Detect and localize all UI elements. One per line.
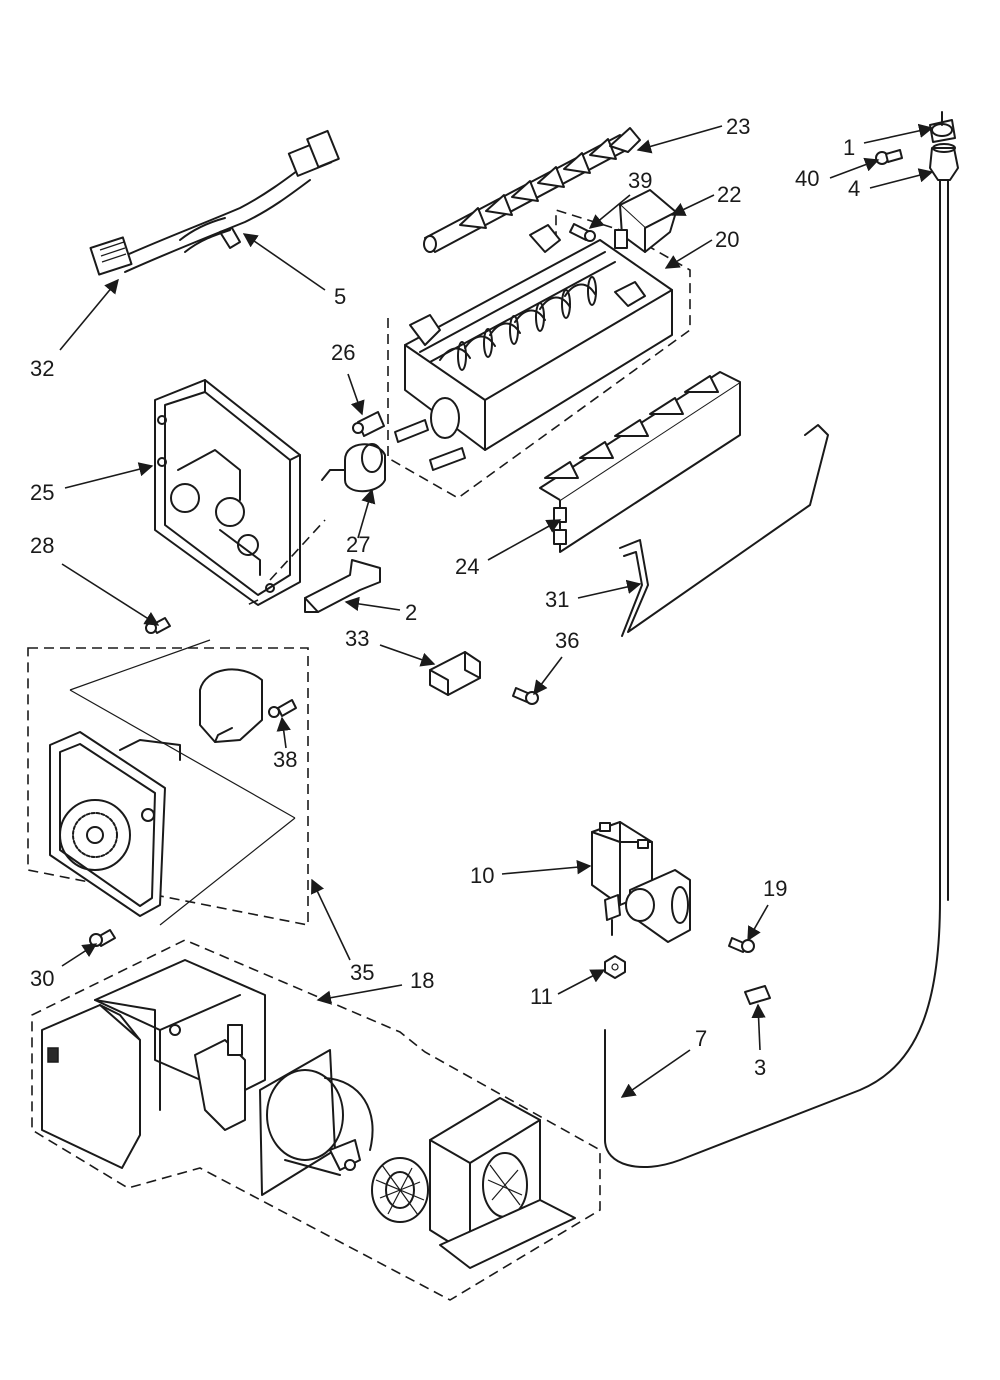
leader-lines: [59, 123, 934, 1098]
callout-35: 35: [350, 960, 374, 985]
callout-26: 26: [331, 340, 355, 365]
fill-cup-part: [614, 189, 677, 253]
callout-labels: 1 40 4 23 39 22 20 5 32 26 25 27 28 24 3…: [30, 114, 860, 1080]
screw-36-part: [512, 687, 539, 705]
callout-23: 23: [726, 114, 750, 139]
callout-27: 27: [346, 532, 370, 557]
callout-18: 18: [410, 968, 434, 993]
callout-25: 25: [30, 480, 54, 505]
screw-30-part: [89, 929, 116, 947]
callout-40: 40: [795, 166, 819, 191]
housing-part: [154, 379, 301, 606]
callout-32: 32: [30, 356, 54, 381]
clip-26-part: [352, 411, 385, 437]
cover-33-part: [429, 651, 481, 696]
callout-31: 31: [545, 587, 569, 612]
callout-4: 4: [848, 176, 860, 201]
callout-3: 3: [754, 1055, 766, 1080]
stripper-part: [539, 371, 741, 553]
ice-mold-part: [387, 208, 691, 499]
screw-19-part: [728, 937, 755, 953]
callout-11: 11: [530, 984, 553, 1009]
motor-assembly-part: [27, 639, 309, 926]
fitting-4-part: [929, 143, 959, 181]
screw-40-part: [875, 149, 903, 165]
water-tube-7-part: [604, 899, 941, 1168]
nut-11-part: [604, 955, 626, 979]
callout-36: 36: [555, 628, 579, 653]
water-tube-4-part: [939, 179, 949, 901]
clip-3-part: [744, 985, 771, 1005]
wire-harness-part: [89, 129, 340, 276]
screw-39-part: [569, 223, 596, 242]
ejector-shaft-part: [423, 127, 641, 253]
fan-assembly-part: [31, 939, 601, 1301]
bracket-2-part: [304, 559, 381, 613]
water-valve-part: [591, 821, 691, 943]
callout-10: 10: [470, 863, 494, 888]
cam-27-part: [321, 443, 386, 493]
callout-38: 38: [273, 747, 297, 772]
callout-19: 19: [763, 876, 787, 901]
callout-24: 24: [455, 554, 479, 579]
callout-28: 28: [30, 533, 54, 558]
callout-20: 20: [715, 227, 739, 252]
screw-28-part: [145, 617, 171, 634]
callout-2: 2: [405, 600, 417, 625]
fitting-1-part: [929, 111, 956, 143]
callout-7: 7: [695, 1026, 707, 1051]
callout-33: 33: [345, 626, 369, 651]
callout-22: 22: [717, 182, 741, 207]
shutoff-arm-part: [619, 424, 829, 637]
callout-5: 5: [334, 284, 346, 309]
callout-39: 39: [628, 168, 652, 193]
callout-30: 30: [30, 966, 54, 991]
callout-1: 1: [843, 135, 855, 160]
